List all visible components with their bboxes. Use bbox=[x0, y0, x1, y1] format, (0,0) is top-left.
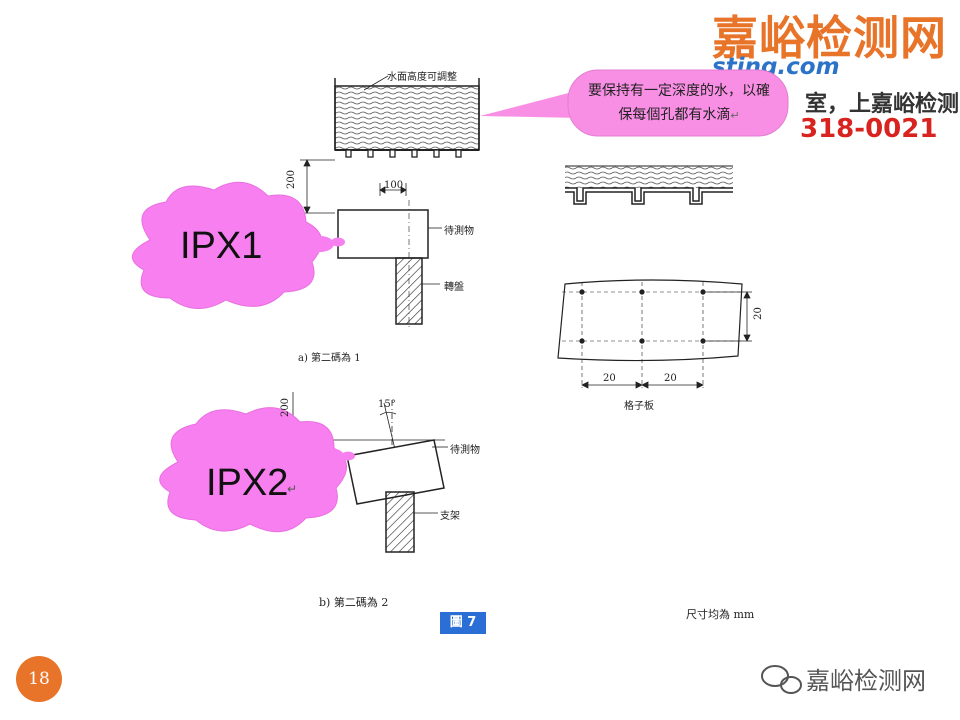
phone-number: 318-0021 bbox=[800, 114, 938, 144]
grid-dim-b: 20 bbox=[664, 373, 677, 384]
callout-line1: 要保持有一定深度的水，以確 bbox=[588, 83, 770, 99]
ipx1-label: IPX1 bbox=[180, 225, 263, 267]
dim-200-a bbox=[300, 159, 335, 214]
specimen-a-label: 待測物 bbox=[444, 226, 474, 237]
dim-200-a-label: 200 bbox=[286, 169, 298, 190]
grid-plate-caption: 格子板 bbox=[624, 401, 654, 412]
specimen-a bbox=[337, 209, 429, 259]
watermark-text: 嘉峪检测网 bbox=[806, 667, 926, 695]
dim-100 bbox=[379, 183, 407, 196]
page-number: 18 bbox=[16, 656, 62, 702]
grid-plate bbox=[557, 279, 752, 389]
callout-line2-wrap: 保每個孔都有水滴↵ bbox=[584, 104, 774, 127]
drip-box-a bbox=[334, 75, 480, 158]
turntable-label: 轉盤 bbox=[444, 282, 464, 293]
angle-label: 15° bbox=[378, 399, 396, 410]
support-b bbox=[385, 491, 415, 553]
specimen-b bbox=[346, 439, 445, 505]
figure-label: 圖 7 bbox=[440, 612, 486, 634]
brand-title: 嘉峪检测网 bbox=[712, 11, 947, 65]
caption-a: a) 第二碼為 1 bbox=[298, 353, 361, 364]
caption-b: b) 第二碼為 2 bbox=[319, 596, 389, 609]
grid-dim-right: 20 bbox=[752, 307, 764, 320]
cloud-ipx1 bbox=[132, 181, 345, 309]
water-level-label: 水面高度可調整 bbox=[387, 72, 457, 83]
nozzle-profile bbox=[565, 165, 733, 205]
specimen-b-label: 待測物 bbox=[450, 445, 480, 456]
support-label: 支架 bbox=[440, 511, 460, 522]
callout-bubble bbox=[480, 69, 789, 137]
wechat-icon bbox=[761, 665, 802, 694]
ipx2-label: IPX2 bbox=[206, 462, 289, 504]
lab-text: 室，上嘉峪检测网 bbox=[805, 92, 960, 117]
cloud-ipx2 bbox=[159, 407, 355, 533]
grid-dim-a: 20 bbox=[603, 373, 616, 384]
callout-return-mark: ↵ bbox=[730, 109, 740, 122]
dim-100-label: 100 bbox=[384, 180, 404, 191]
unit-note: 尺寸均為 mm bbox=[686, 608, 755, 621]
dim-200-b-label: 200 bbox=[280, 397, 292, 418]
callout-line2: 保每個孔都有水滴 bbox=[618, 107, 731, 123]
ipx2-return-mark: ↵ bbox=[287, 482, 298, 496]
